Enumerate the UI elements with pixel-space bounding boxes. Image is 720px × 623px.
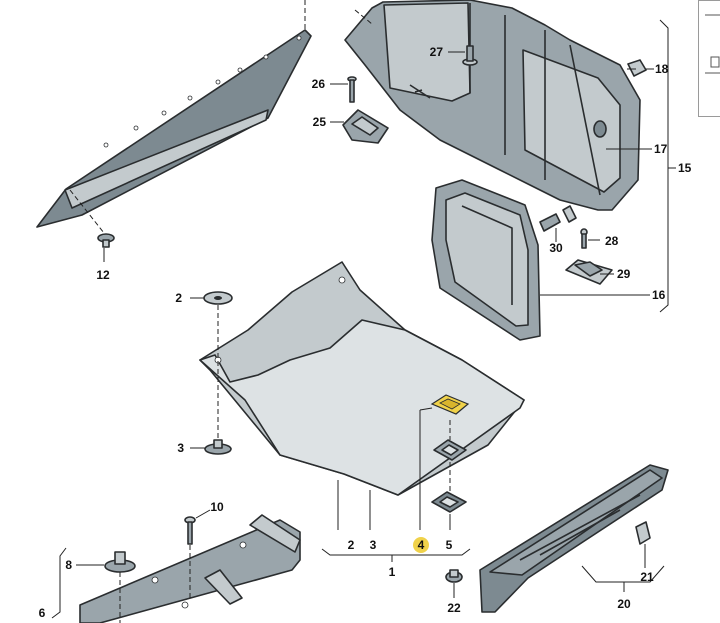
label-8: 8: [65, 558, 72, 572]
nut-8: [104, 551, 136, 573]
frame-5b: [431, 491, 467, 513]
label-27: 27: [430, 45, 444, 59]
screw-10: [184, 516, 196, 545]
label-26: 26: [312, 77, 326, 91]
label-20: 20: [617, 597, 631, 611]
label-2: 2: [175, 291, 182, 305]
group-label-2: 2: [348, 538, 355, 552]
label-10: 10: [210, 500, 224, 514]
nut-3: [204, 439, 232, 455]
bracket-25: [342, 109, 389, 144]
screw-28: [580, 228, 588, 249]
screw-26: [347, 76, 357, 103]
group-label-4: 4: [418, 538, 425, 552]
screw-27: [462, 45, 478, 66]
bracket-29: [565, 259, 613, 285]
detail-inset-panel: [698, 0, 720, 117]
label-18: 18: [655, 62, 669, 76]
clip-21: [635, 521, 651, 545]
bolt-30: [539, 205, 577, 232]
highlight-marker: [413, 537, 429, 553]
parcel-shelf: [36, 29, 312, 228]
label-28: 28: [605, 234, 619, 248]
group-brace-1: [321, 548, 471, 562]
label-16: 16: [652, 288, 666, 302]
group-label-3: 3: [370, 538, 377, 552]
label-17: 17: [654, 142, 668, 156]
inset-sketch: [705, 14, 720, 74]
grommet-17: [593, 120, 607, 138]
label-29: 29: [617, 267, 631, 281]
label-25: 25: [313, 115, 327, 129]
clip-4-highlighted: [430, 394, 470, 415]
label-6: 6: [39, 606, 46, 620]
frame-5a: [433, 439, 467, 461]
group-brace-20: [581, 565, 665, 592]
label-12: 12: [96, 268, 110, 282]
label-21: 21: [640, 570, 654, 584]
label-30: 30: [549, 241, 563, 255]
group-label-5: 5: [446, 538, 453, 552]
label-15: 15: [678, 161, 692, 175]
label-3: 3: [177, 441, 184, 455]
washer-2: [203, 291, 233, 305]
rear-side-trim: [344, 0, 641, 211]
label-1: 1: [389, 565, 396, 579]
storage-pocket-16: [431, 179, 541, 341]
label-22: 22: [447, 601, 461, 615]
nut-22: [445, 569, 463, 583]
clip-18: [627, 59, 647, 77]
shelf-clip: [97, 233, 115, 248]
loading-sill-trim: [479, 464, 669, 613]
group-brace-15: [659, 19, 676, 313]
group-brace-6: [51, 547, 67, 619]
